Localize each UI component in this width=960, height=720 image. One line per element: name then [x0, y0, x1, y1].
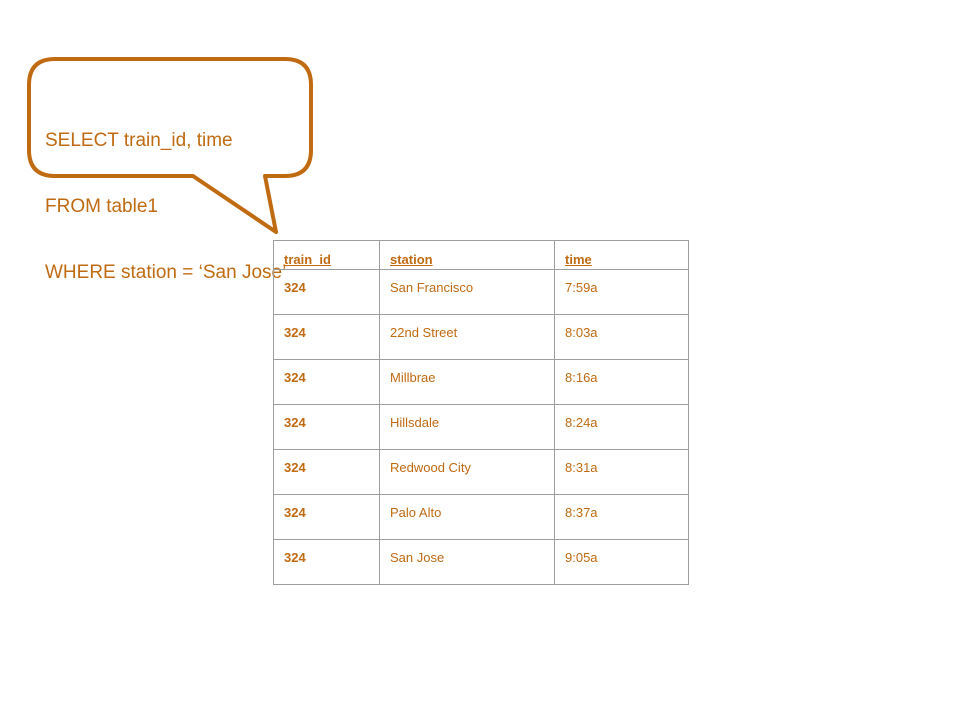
- station-cell: San Francisco: [379, 269, 555, 315]
- station-cell: Millbrae: [379, 359, 555, 405]
- train-id-cell: 324: [273, 494, 380, 540]
- train-schedule-table: train_id station time 324 San Francisco …: [273, 240, 689, 585]
- table-row: 324 San Francisco 7:59a: [273, 269, 689, 315]
- sql-line-where: WHERE station = ‘San Jose’: [45, 262, 287, 283]
- time-cell: 7:59a: [554, 269, 689, 315]
- table-row: 324 Hillsdale 8:24a: [273, 404, 689, 450]
- train-id-cell: 324: [273, 269, 380, 315]
- train-id-cell: 324: [273, 359, 380, 405]
- sql-line-select: SELECT train_id, time: [45, 130, 233, 151]
- time-cell: 8:24a: [554, 404, 689, 450]
- station-cell: San Jose: [379, 539, 555, 585]
- table-row: 324 22nd Street 8:03a: [273, 314, 689, 360]
- station-cell: Redwood City: [379, 449, 555, 495]
- column-header-station: station: [379, 240, 555, 270]
- table-row: 324 Millbrae 8:16a: [273, 359, 689, 405]
- column-header-train-id: train_id: [273, 240, 380, 270]
- train-id-cell: 324: [273, 314, 380, 360]
- column-header-time: time: [554, 240, 689, 270]
- station-cell: Hillsdale: [379, 404, 555, 450]
- table-row: 324 Redwood City 8:31a: [273, 449, 689, 495]
- time-cell: 8:31a: [554, 449, 689, 495]
- time-cell: 8:16a: [554, 359, 689, 405]
- time-cell: 8:03a: [554, 314, 689, 360]
- time-cell: 8:37a: [554, 494, 689, 540]
- train-id-cell: 324: [273, 449, 380, 495]
- table-row: 324 Palo Alto 8:37a: [273, 494, 689, 540]
- time-cell: 9:05a: [554, 539, 689, 585]
- sql-query: SELECT train_id, time FROM table1 WHERE …: [45, 86, 286, 328]
- table-row: 324 San Jose 9:05a: [273, 539, 689, 585]
- speech-bubble-shape: [27, 57, 313, 234]
- train-id-cell: 324: [273, 539, 380, 585]
- station-cell: Palo Alto: [379, 494, 555, 540]
- sql-callout: SELECT train_id, time FROM table1 WHERE …: [0, 0, 340, 283]
- sql-line-from: FROM table1: [45, 196, 158, 217]
- table-header-row: train_id station time: [273, 240, 689, 270]
- station-cell: 22nd Street: [379, 314, 555, 360]
- train-id-cell: 324: [273, 404, 380, 450]
